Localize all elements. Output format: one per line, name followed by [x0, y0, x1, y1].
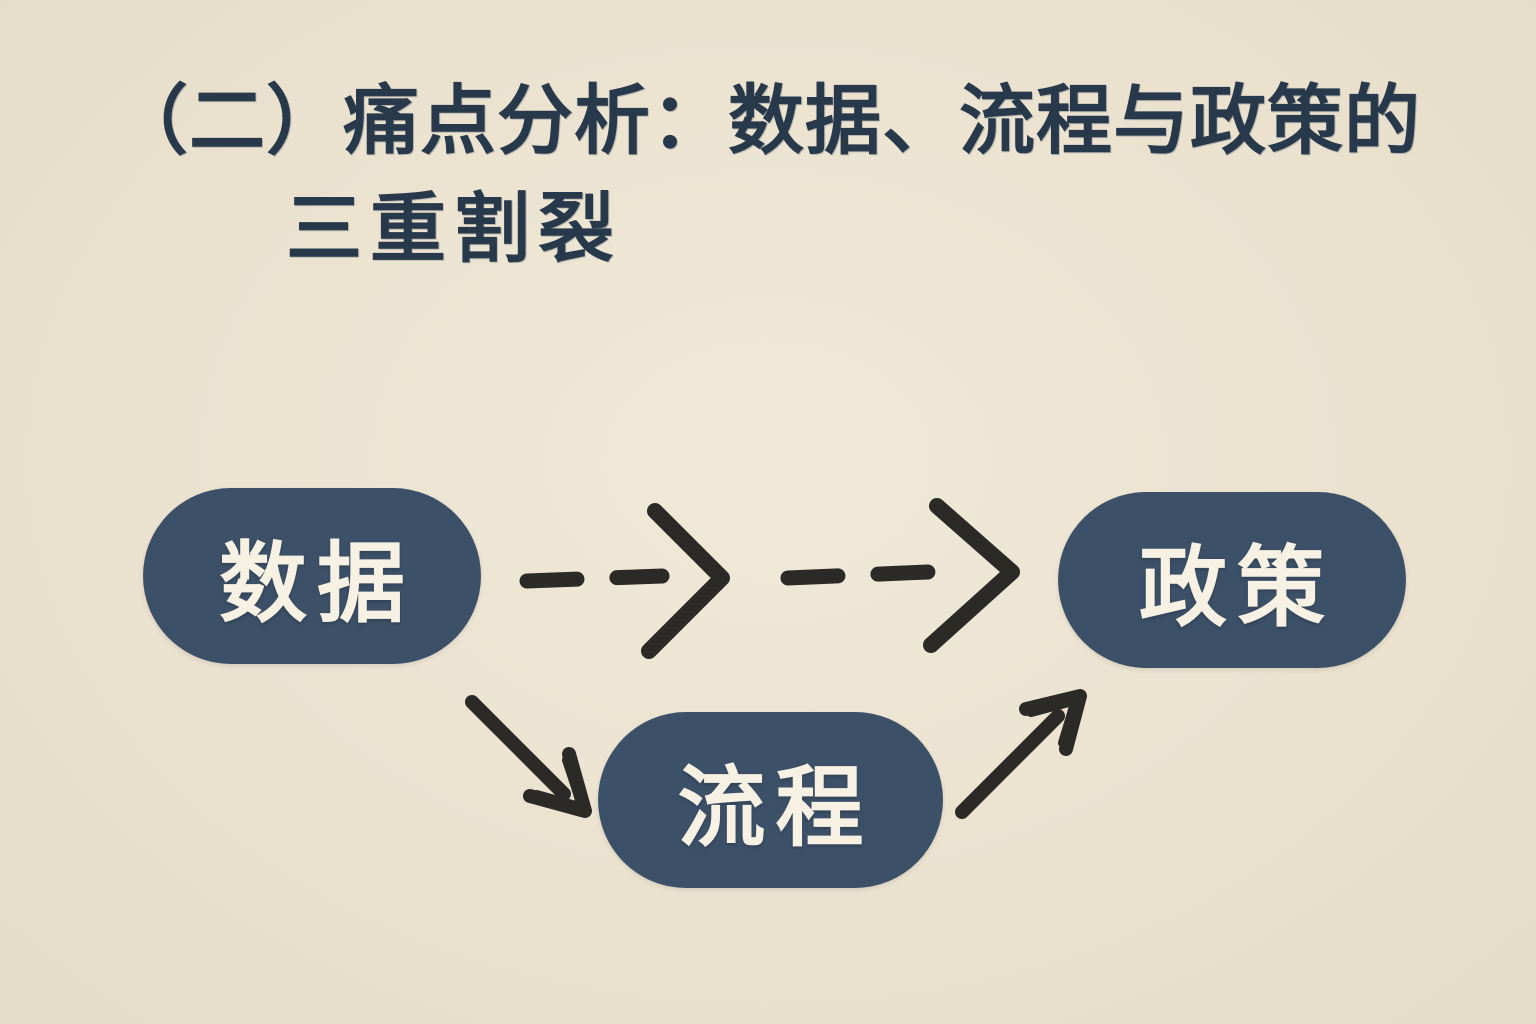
edge-process-policy-solid	[955, 689, 1087, 819]
arrowhead-fill	[1026, 695, 1081, 748]
page-title: （二）痛点分析：数据、流程与政策的 三重割裂	[112, 84, 1421, 268]
node-policy: 政策	[1058, 492, 1406, 668]
page-title-line1: （二）痛点分析：数据、流程与政策的	[112, 79, 1421, 164]
edge-data-process-solid	[465, 695, 592, 818]
node-policy-label: 政策	[1138, 537, 1335, 637]
node-data: 数据	[143, 488, 481, 664]
node-process-label: 流程	[677, 757, 874, 857]
node-data-label: 数据	[218, 533, 415, 633]
arrowhead-fill	[532, 755, 588, 813]
arrowhead-icon	[923, 498, 1020, 653]
node-process: 流程	[598, 712, 943, 888]
page-title-line2: 三重割裂	[286, 187, 622, 272]
edge-data-policy-dashed-segment1	[519, 503, 730, 659]
arrowhead-icon	[641, 503, 730, 659]
edge-data-policy-dashed-segment2	[780, 498, 1020, 653]
